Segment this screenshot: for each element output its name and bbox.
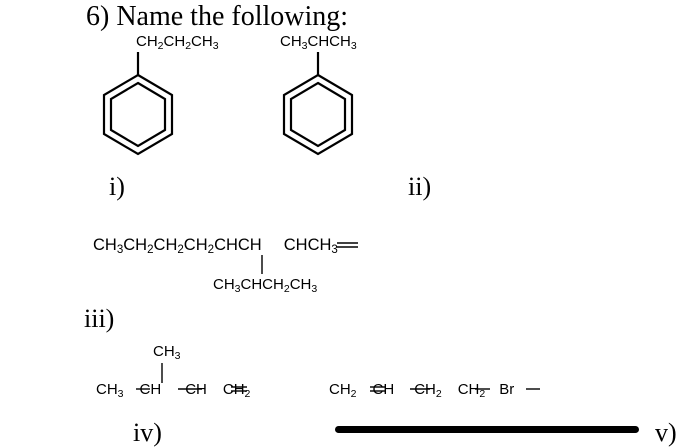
compound-iv-top-group: CH3 (153, 343, 181, 362)
black-divider-bar (335, 426, 639, 433)
compound-iii-branch: CH3CHCH2CH3 (213, 276, 318, 295)
label-ii: ii) (408, 172, 432, 201)
benzene-ring-ii (282, 52, 354, 156)
label-v: v) (655, 418, 677, 447)
benzene-ring-i (102, 52, 174, 156)
compound-i-substituent: CH2CH2CH3 (136, 33, 219, 52)
label-iv: iv) (133, 418, 162, 447)
compound-ii-substituent: CH3CHCH3 (280, 33, 357, 52)
label-i: i) (109, 172, 125, 201)
label-iii: iii) (84, 304, 115, 333)
question-title: 6) Name the following: (86, 1, 349, 32)
